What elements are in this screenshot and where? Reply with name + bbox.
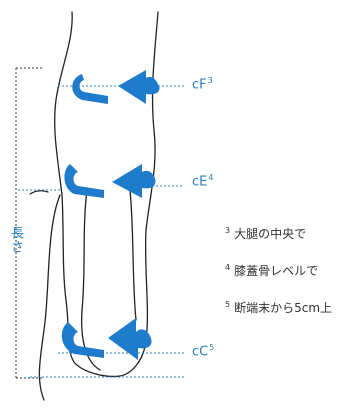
leg-inner-contour [80,189,101,371]
cf-label-sup: 3 [207,76,213,85]
ce-label: cE4 [192,173,214,190]
cc-label-sup: 5 [209,343,215,352]
footnote-4-text: 膝蓋骨レベルで [234,264,319,278]
circumference-arrow-cc [61,318,152,360]
leg-left-contour [54,11,121,378]
cf-label: cF3 [192,76,213,93]
cc-label: cC5 [192,343,215,360]
ce-label-sup: 4 [208,173,214,182]
leg-inner-contour-right [129,189,137,321]
circumference-arrow-cf [72,70,160,104]
footnote-3-num: 3 [225,226,231,235]
length-label: 長さ [8,226,23,254]
cf-label-text: cF [192,77,207,93]
footnote-5-num: 5 [225,300,231,309]
circumference-arrow-ce [64,164,156,198]
footnote-5-text: 断端末から5cm上 [234,301,333,315]
footnote-4-num: 4 [225,263,231,272]
tissue-fold-contour [38,194,61,401]
cc-label-text: cC [192,344,209,360]
footnote-3-text: 大腿の中央で [234,227,307,241]
ce-label-text: cE [192,174,208,190]
knee-crease [29,190,49,195]
length-bracket [15,67,42,379]
